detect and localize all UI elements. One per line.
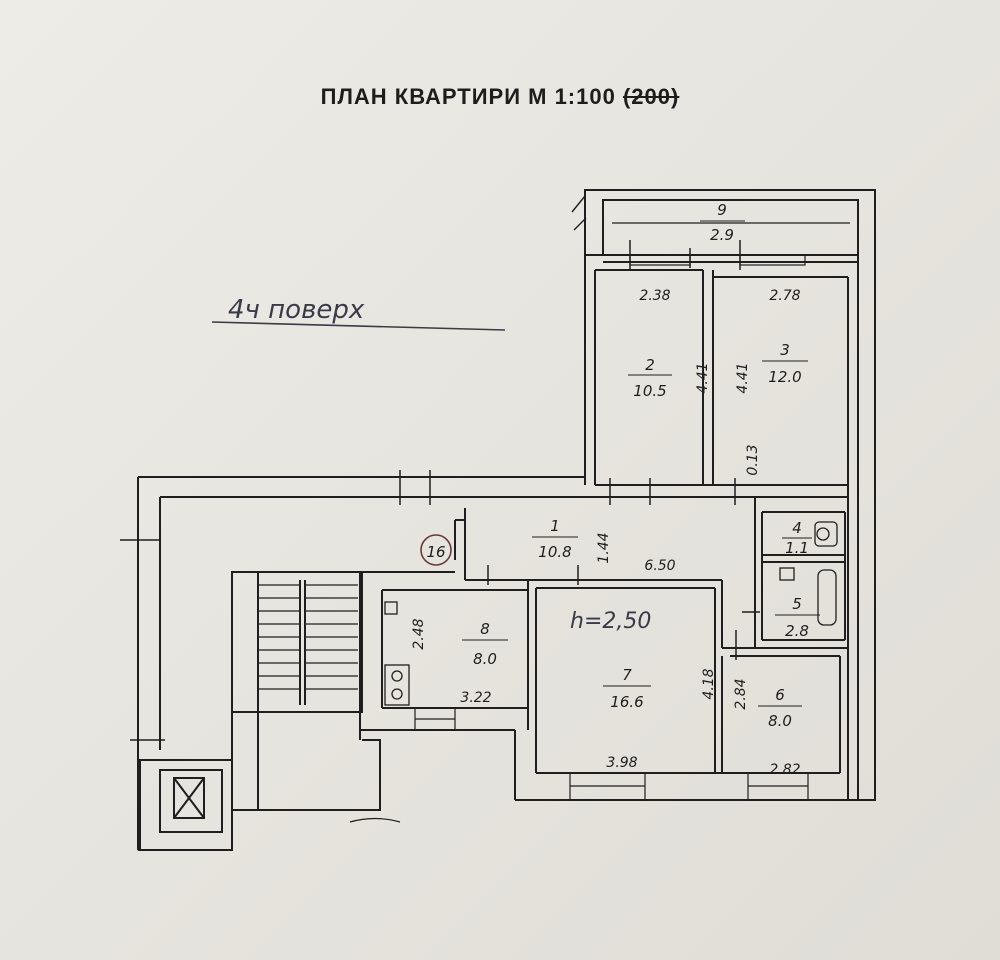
toilet-icon (814, 521, 838, 547)
dim-hall-width: 1.44 (596, 532, 612, 563)
room-7-number: 7 (622, 666, 632, 684)
dim-hall-length: 6.50 (644, 558, 675, 574)
room-7-area: 16.6 (610, 693, 643, 711)
dim-room8-width: 3.22 (460, 690, 491, 706)
room-1-number: 1 (550, 517, 560, 535)
room-3-number: 3 (780, 341, 790, 359)
room-8-area: 8.0 (473, 650, 497, 668)
dim-room6-length: 2.84 (733, 678, 749, 709)
room-3-area: 12.0 (768, 368, 801, 386)
room-8-number: 8 (480, 620, 490, 638)
dim-room8-length: 2.48 (411, 618, 427, 649)
room-4-number: 4 (792, 519, 802, 537)
plan-title-struck-scale: (200) (622, 84, 680, 109)
room-4-area: 1.1 (785, 539, 809, 557)
room-9-area: 2.9 (710, 226, 734, 244)
balcony-outline (584, 189, 876, 801)
room-2-area: 10.5 (633, 382, 666, 400)
dim-room6-width: 2.82 (769, 762, 800, 778)
dim-room2-width: 2.38 (639, 288, 670, 304)
floor-note: 4ч поверх (228, 295, 365, 325)
dim-room2-length: 4.41 (695, 362, 711, 393)
plan-title-main: ПЛАН КВАРТИРИ М 1:100 (320, 84, 616, 109)
stove-icon (384, 664, 410, 706)
bathtub-icon (817, 569, 837, 626)
dim-room7-depth: 4.18 (701, 668, 717, 699)
plan-title: ПЛАН КВАРТИРИ М 1:100 (200) (0, 84, 1000, 110)
dim-room7-width: 3.98 (606, 755, 637, 771)
room-5-area: 2.8 (785, 622, 809, 640)
washbasin-icon (779, 567, 795, 581)
dim-room3-width: 2.78 (769, 288, 800, 304)
room-1-area: 10.8 (538, 543, 571, 561)
ceiling-height: h=2,50 (570, 609, 651, 634)
dim-room3-length: 4.41 (735, 362, 751, 393)
room-6-number: 6 (775, 686, 785, 704)
dim-room3-wall: 0.13 (745, 444, 761, 475)
stamp-number: 16 (426, 543, 445, 561)
room-6-area: 8.0 (768, 712, 792, 730)
sink-icon (384, 601, 398, 615)
room-5-number: 5 (792, 595, 802, 613)
room-2-number: 2 (645, 356, 655, 374)
room-9-number: 9 (717, 201, 727, 219)
stamp-circle (420, 534, 452, 566)
